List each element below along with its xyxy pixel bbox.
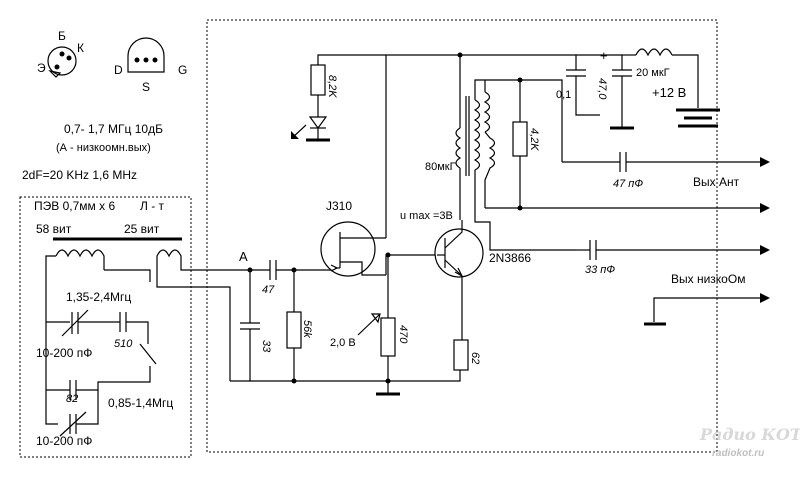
r62-label: 62 <box>469 352 481 364</box>
l80-label: 80мкГ <box>425 161 456 173</box>
watermark-logo: Радио КОТ <box>699 425 800 444</box>
r4k2-label: 4,2K <box>528 128 540 151</box>
output-transformer-secondary <box>483 91 491 133</box>
c47u-label: 47,0 <box>596 78 608 100</box>
c510-label: 510 <box>114 338 133 350</box>
led-icon <box>308 116 328 130</box>
c33-label: 33 <box>260 340 272 353</box>
resistor-62 <box>453 339 469 371</box>
turns-left-text: 58 вит <box>36 222 72 236</box>
c01-label: 0,1 <box>556 89 571 101</box>
secondary-coil <box>156 249 182 266</box>
coil-type-text: Л - т <box>140 199 165 213</box>
coil-panel: ПЭВ 0,7мм х 6 Л - т 58 вит 25 вит 1,35-2… <box>19 196 192 458</box>
choke-80uh <box>455 127 462 169</box>
pin-b-label: Б <box>58 29 66 43</box>
bandwidth-text: 2dF=20 KHz 1,6 MHz <box>22 168 137 182</box>
choke-20uh <box>635 48 673 57</box>
bjt-name-label: 2N3866 <box>489 251 531 265</box>
transistor-pinout-icon: Б К Э <box>37 29 84 78</box>
r56k-label: 56k <box>301 320 313 338</box>
vcc-label: +12 В <box>652 85 686 100</box>
pin-d-label: D <box>114 63 123 77</box>
trimmer-lo-text: 10-200 пФ <box>36 434 92 448</box>
output-transformer-primary <box>473 99 481 171</box>
r8k2-label: 8,2K <box>326 75 338 98</box>
resistor-470 <box>380 317 396 357</box>
pin-s-label: S <box>142 80 150 94</box>
c47-label: 47 <box>262 284 275 296</box>
pin-g-label: G <box>178 63 187 77</box>
range-hi-text: 1,35-2,4Мгц <box>66 290 131 304</box>
resistor-4k2 <box>512 121 528 157</box>
point-a-label: A <box>239 249 248 264</box>
fet-pinout-icon: D S G <box>114 37 187 94</box>
wire-spec-text: ПЭВ 0,7мм х 6 <box>34 199 115 213</box>
fet-name-label: J310 <box>326 199 352 213</box>
c47u-plus-label: + <box>600 48 608 63</box>
resistor-8k2 <box>310 64 326 96</box>
range-lo-text: 0,85-1,4Мгц <box>108 396 173 410</box>
pin-e-label: Э <box>37 61 46 75</box>
bias-voltage-label: 2,0 В <box>330 337 356 349</box>
bjt-2n3866 <box>434 220 484 340</box>
coil-panel-border <box>19 196 192 458</box>
trimmer-hi-text: 10-200 пФ <box>36 346 92 360</box>
primary-coil <box>55 249 105 270</box>
c33p-label: 33 пФ <box>585 264 615 276</box>
watermark-url: radiokot.ru <box>712 448 764 459</box>
band-switch <box>139 343 157 365</box>
fet-j310 <box>320 221 386 277</box>
main-board-border <box>206 19 718 453</box>
c82-label: 82 <box>66 393 78 405</box>
l20-label: 20 мкГ <box>636 67 670 79</box>
out-antenna-label: Вых Ант <box>693 175 740 189</box>
c47p-label: 47 пФ <box>613 178 643 190</box>
freq-range-text: 0,7- 1,7 МГц 10дБ <box>64 122 163 136</box>
u-max-label: u max =3В <box>400 210 453 222</box>
ground-bus <box>230 370 461 382</box>
low-impedance-note: (А - низкоомн.вых) <box>56 142 151 154</box>
turns-right-text: 25 вит <box>124 222 160 236</box>
r470-label: 470 <box>397 325 409 344</box>
pin-k-label: К <box>77 41 84 55</box>
out-low-impedance-label: Вых низкоОм <box>671 272 745 286</box>
resistor-56k <box>286 311 302 349</box>
